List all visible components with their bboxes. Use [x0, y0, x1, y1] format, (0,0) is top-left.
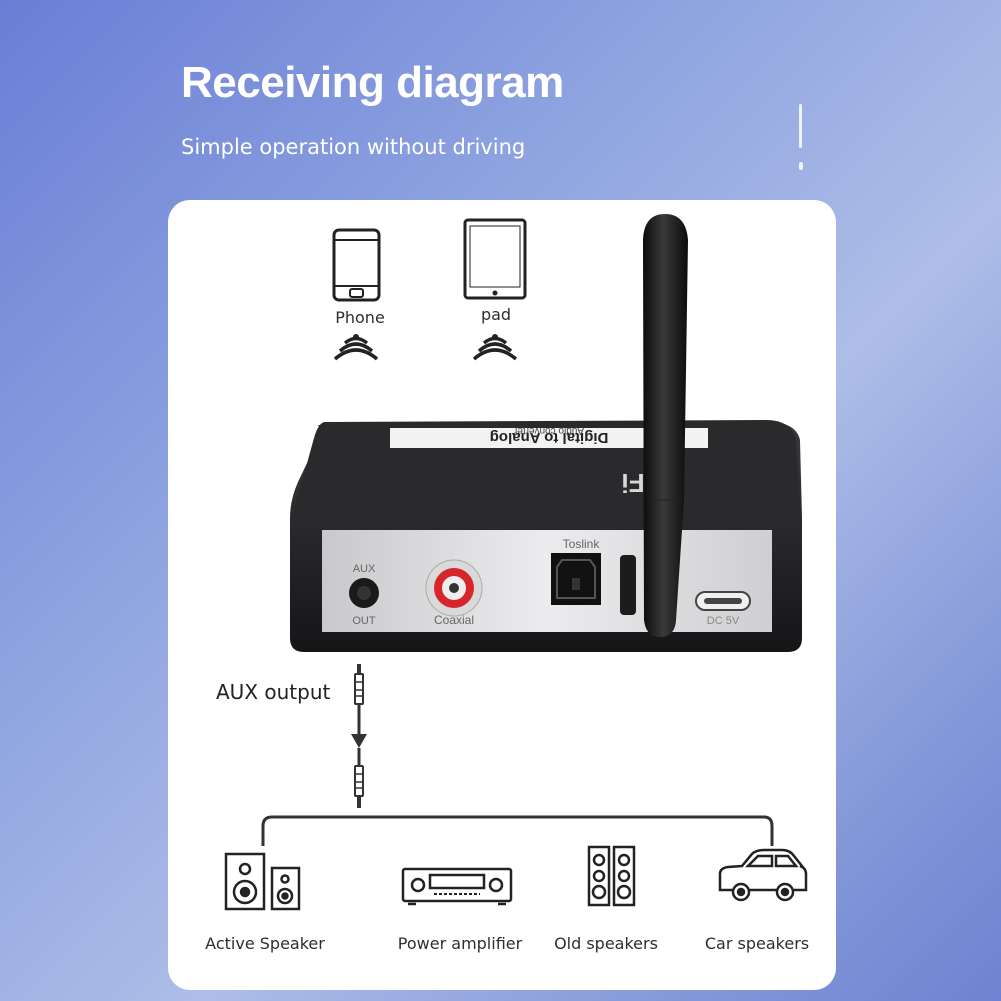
dac-converter-device: Digital to Analog Audio converter HiFi A… [290, 420, 802, 652]
source-label-pad: pad [480, 305, 512, 324]
antenna [643, 214, 688, 637]
output-label-power-amplifier: Power amplifier [397, 934, 523, 953]
phone-icon [332, 228, 381, 302]
distribution-line [261, 815, 774, 846]
output-label-old-speakers: Old speakers [554, 934, 658, 953]
exclamation-decoration [798, 104, 803, 170]
coaxial-port [425, 559, 483, 617]
active-speaker-icon [224, 852, 301, 911]
aux-output-label: AUX output [216, 680, 331, 704]
source-label-phone: Phone [335, 308, 385, 327]
usb-c-power-port [695, 591, 751, 611]
page-subtitle: Simple operation without driving [181, 135, 526, 159]
dc-port-label: DC 5V [707, 615, 740, 627]
device-product-sublabel: Audio converter [513, 425, 584, 436]
toslink-port [551, 553, 601, 605]
output-label-car-speakers: Car speakers [704, 934, 810, 953]
power-amplifier-icon [401, 867, 513, 906]
page-title: Receiving diagram [181, 58, 564, 107]
aux-port-label-bottom: OUT [352, 615, 376, 627]
diagram-card: Digital to Analog Audio converter HiFi A… [168, 200, 836, 990]
coaxial-label: Coaxial [434, 613, 474, 627]
wireless-signal-icon [472, 334, 518, 361]
output-label-active-speaker: Active Speaker [205, 934, 325, 953]
aux-port-label-top: AUX [353, 563, 376, 575]
old-speakers-icon [587, 845, 636, 907]
car-icon [718, 848, 808, 902]
tablet-icon [463, 218, 527, 300]
diagram-scene: Digital to Analog Audio converter HiFi A… [224, 214, 808, 911]
toslink-label: Toslink [563, 537, 601, 551]
device-product-label: Digital to Analog [490, 429, 609, 446]
wireless-signal-icon [333, 334, 379, 361]
aux-out-jack [349, 578, 379, 608]
aux-cable [351, 664, 367, 808]
